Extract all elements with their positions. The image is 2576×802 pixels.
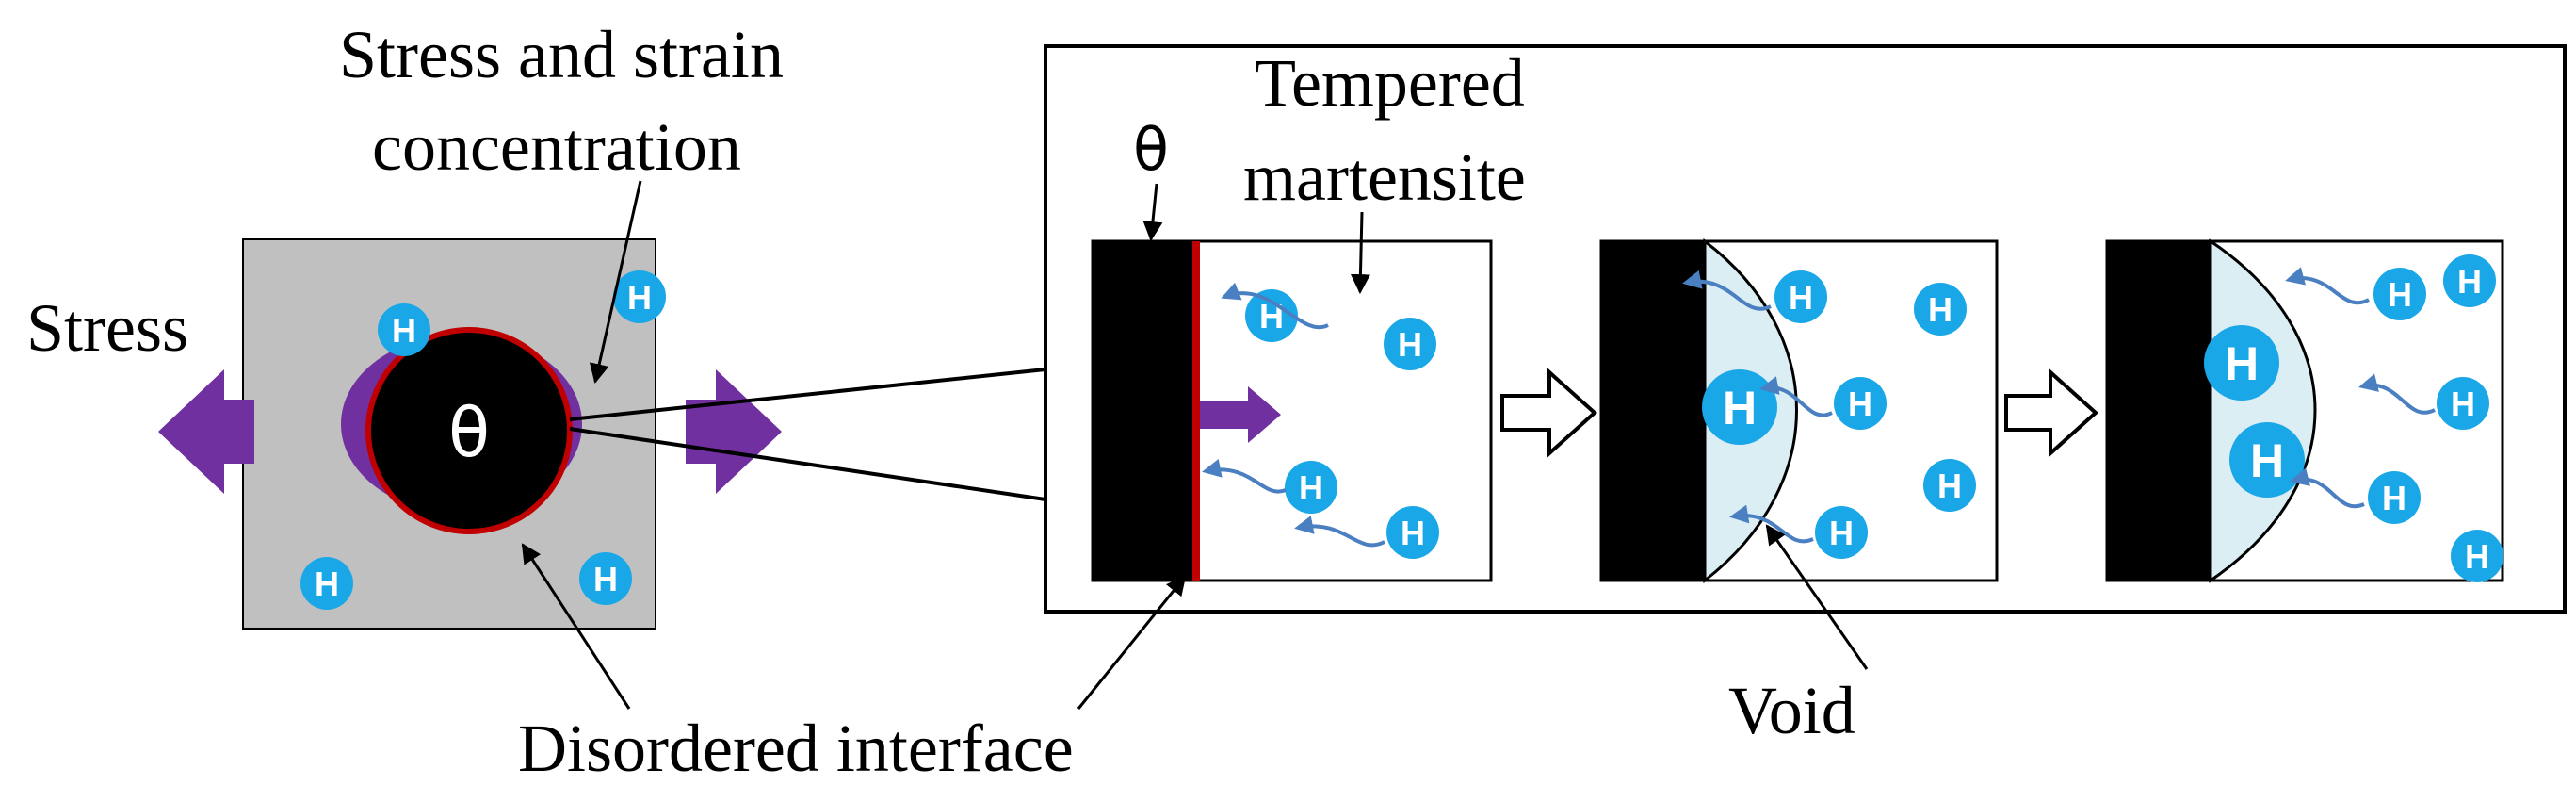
svg-text:H: H [2451,385,2475,423]
void-label: Void [1728,673,1855,748]
svg-text:H: H [593,560,618,598]
hydrogen-atom-icon: H [1702,369,1777,445]
hydrogen-flow-arrows [2285,267,2436,509]
stress-strain-pointer [589,180,642,385]
hydrogen-atom-icon: H [613,270,666,323]
svg-text:H: H [1723,382,1757,434]
svg-text:H: H [1829,514,1854,552]
svg-text:H: H [2388,275,2412,314]
hydrogen-atom-icon: H [1245,289,1298,342]
void-pointer [1765,524,1869,670]
stress-label: Stress [26,290,188,366]
process-arrow-icon [1500,368,1597,458]
magnified-frame [1044,44,2567,614]
hydrogen-atom-icon: H [1384,318,1436,370]
hydrogen-atom-icon: H [2204,325,2279,401]
hydrogen-atom-icon: H [2373,268,2426,320]
hydrogen-atom-icon: H [2229,422,2305,498]
svg-text:H: H [2382,479,2406,517]
tempered-martensite-label: Tempered martensite [1243,45,1542,215]
svg-text:H: H [2225,337,2259,390]
hydrogen-atom-icon: H [2451,530,2503,582]
svg-text:H: H [1789,278,1813,317]
svg-text:H: H [315,565,339,603]
hydrogen-atom-icon: H [1923,459,1976,512]
theta-label: θ [448,393,490,472]
tempered-martensite-pointer [1350,211,1370,295]
stress-arrow-icon [158,369,782,494]
hydrogen-atom-icon: H [2437,377,2489,430]
svg-text:H: H [1937,466,1962,505]
hydrogen-atom-icon: H [2443,254,2496,307]
hydrogen-atom-icon: H [2368,471,2421,524]
hydrogen-atom-icon: H [1774,270,1827,323]
hydrogen-atom-icon: H [1815,506,1868,559]
svg-text:H: H [2457,262,2482,301]
svg-text:H: H [2250,434,2284,487]
panel-initial [1091,239,1493,582]
svg-text:H: H [1401,514,1425,552]
svg-text:H: H [1928,290,1952,329]
svg-text:H: H [1398,325,1422,364]
svg-text:H: H [2465,537,2489,576]
hydrogen-flow-arrows [1202,282,1385,548]
panel-void-growth [2105,238,2504,583]
hydrogen-atom-icon: H [579,552,632,605]
theta-panel-label: θ [1133,115,1169,184]
hydrogen-atom-icon: H [1834,377,1887,430]
svg-text:H: H [627,278,652,317]
zoom-lines [569,368,1046,501]
disordered-interface-pointer-left [521,543,631,710]
process-arrow-icon [2004,368,2098,458]
interface-migration-arrow-icon [1200,386,1281,443]
disordered-interface-pointer-right [1077,575,1187,710]
hydrogen-atom-icon: H [378,303,430,356]
disordered-interface-label: Disordered interface [518,711,1074,786]
stress-strain-label: Stress and strain concentration [339,17,801,185]
hydrogen-atom-icon: H [300,557,353,610]
hydrogen-atom-icon: H [1914,283,1967,336]
carbide-particle: θ [365,327,573,534]
svg-text:H: H [1299,468,1323,507]
theta-pointer [1142,183,1163,242]
svg-text:H: H [392,311,416,350]
hydrogen-atom-icon: H [1285,461,1337,514]
svg-text:H: H [1848,385,1872,423]
hydrogen-atom-icon: H [1386,506,1439,559]
